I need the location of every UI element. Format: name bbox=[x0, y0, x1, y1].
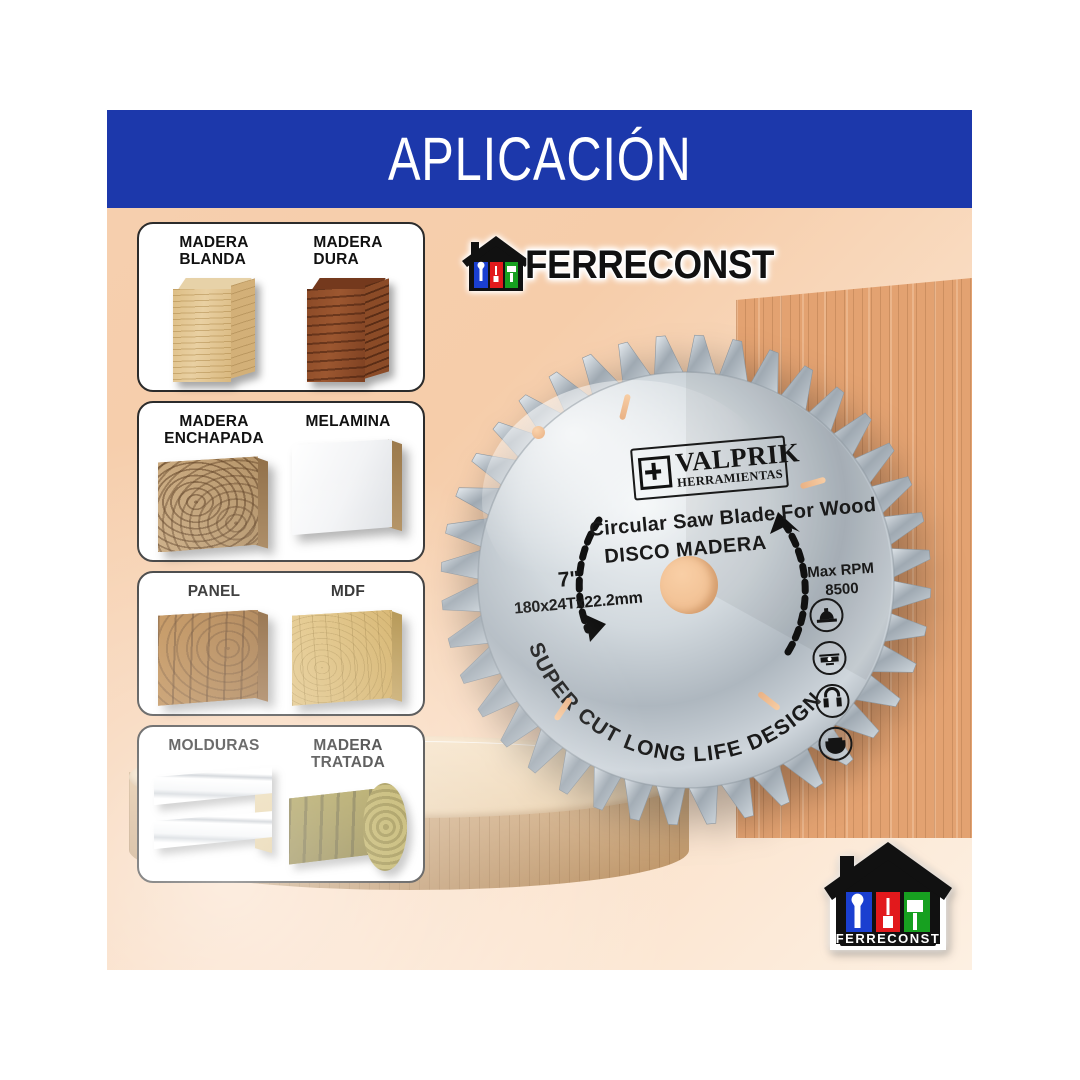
card-molduras-tratada: MOLDURAS MADERA TRATADA bbox=[137, 724, 425, 883]
badge-wordmark: FERRECONST bbox=[836, 931, 941, 946]
list-item: MADERA ENCHAPADA bbox=[147, 413, 281, 553]
valprik-mark-icon bbox=[637, 455, 673, 491]
dust-mask-icon bbox=[817, 725, 854, 762]
ferreconst-logo-badge: FERRECONST bbox=[818, 840, 958, 958]
list-item: MELAMINA bbox=[281, 413, 415, 553]
card-label: MDF bbox=[330, 583, 366, 601]
blade-arbor-hole bbox=[660, 556, 718, 614]
hard-hat-icon bbox=[808, 597, 845, 634]
page-title: APLICACIÓN bbox=[387, 125, 692, 193]
application-card-list: MADERA BLANDA MADERA DURA bbox=[137, 222, 425, 883]
content-area: SUPER CUT LONG LIFE DESIGN VALPRIK HERRA… bbox=[107, 208, 972, 970]
ferreconst-house-logo-icon bbox=[459, 236, 533, 294]
list-item: MADERA TRATADA bbox=[281, 737, 415, 873]
list-item: MADERA BLANDA bbox=[147, 234, 281, 382]
list-item: MDF bbox=[281, 583, 415, 706]
moulding-strips-icon bbox=[154, 763, 274, 863]
mdf-board-icon bbox=[292, 609, 404, 706]
panel-board-icon bbox=[158, 609, 270, 706]
card-label: MELAMINA bbox=[305, 412, 391, 430]
card-madera-blanda-dura: MADERA BLANDA MADERA DURA bbox=[137, 222, 425, 392]
blade-max-rpm: Max RPM 8500 bbox=[807, 560, 876, 602]
ferreconst-wordmark: FERRECONST bbox=[524, 241, 776, 288]
hardwood-block-icon bbox=[307, 277, 389, 382]
safety-icon-group bbox=[808, 597, 854, 762]
goggles-icon bbox=[811, 639, 848, 677]
ear-muffs-icon bbox=[814, 682, 851, 720]
veneer-board-icon bbox=[158, 456, 270, 553]
card-label: MADERA ENCHAPADA bbox=[164, 412, 264, 448]
card-label: MADERA BLANDA bbox=[179, 234, 249, 269]
card-label: MADERA TRATADA bbox=[310, 736, 385, 772]
header-bar: APLICACIÓN bbox=[107, 110, 972, 208]
circular-saw-blade: SUPER CUT LONG LIFE DESIGN VALPRIK HERRA… bbox=[436, 330, 936, 830]
card-enchapada-melamina: MADERA ENCHAPADA MELAMINA bbox=[137, 400, 425, 563]
card-label: MADERA DURA bbox=[313, 234, 383, 269]
softwood-block-icon bbox=[173, 277, 255, 382]
card-panel-mdf: PANEL MDF bbox=[137, 571, 425, 716]
treated-log-icon bbox=[289, 781, 407, 873]
card-label: PANEL bbox=[187, 583, 241, 601]
blade-pinhole bbox=[532, 426, 545, 439]
card-label: MOLDURAS bbox=[168, 736, 260, 754]
ferreconst-logo-top: FERRECONST bbox=[459, 236, 796, 294]
list-item: MADERA DURA bbox=[281, 234, 415, 382]
blade-diameter: 7" bbox=[556, 567, 581, 592]
melamine-board-icon bbox=[292, 439, 404, 536]
list-item: PANEL bbox=[147, 583, 281, 706]
list-item: MOLDURAS bbox=[147, 737, 281, 873]
